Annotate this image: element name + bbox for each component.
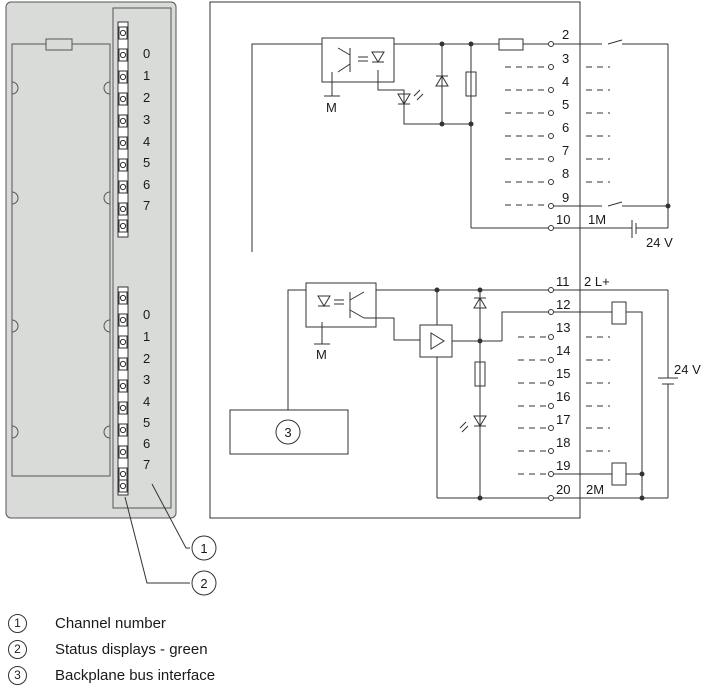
svg-text:16: 16	[556, 389, 570, 404]
output-amplifier	[419, 324, 453, 358]
legend-item: 3 Backplane bus interface	[0, 666, 400, 688]
svg-text:2: 2	[200, 576, 207, 591]
output-terminal-dashes	[518, 336, 610, 475]
input-terminal-numbers: 2 3 4 5 6 7 8 9 10	[556, 27, 570, 227]
channel-number: 3	[143, 112, 150, 127]
input-protection-diode	[435, 75, 449, 87]
svg-text:19: 19	[556, 458, 570, 473]
output-terminal-numbers: 11 12 13 14 15 16 17 18 19 20	[556, 274, 570, 497]
channel-number: 6	[143, 436, 150, 451]
channel-number: 4	[143, 394, 150, 409]
svg-text:15: 15	[556, 366, 570, 381]
svg-text:6: 6	[562, 120, 569, 135]
output-optocoupler	[305, 282, 377, 328]
input-shunt-resistor	[465, 71, 477, 97]
svg-text:9: 9	[562, 190, 569, 205]
label-1m: 1M	[588, 212, 606, 227]
svg-text:17: 17	[556, 412, 570, 427]
legend-number: 3	[8, 666, 27, 685]
channel-number: 5	[143, 415, 150, 430]
svg-text:11: 11	[556, 274, 570, 289]
channel-number: 1	[143, 68, 150, 83]
label-2lplus: 2 L+	[584, 274, 610, 289]
svg-text:14: 14	[556, 343, 570, 358]
output-load-12	[611, 301, 627, 325]
channel-number: 2	[143, 351, 150, 366]
svg-text:1: 1	[200, 541, 207, 556]
input-resistor	[498, 38, 524, 51]
supply-label-output: 24 V	[674, 362, 701, 377]
svg-text:4: 4	[562, 74, 569, 89]
channel-number: 4	[143, 134, 150, 149]
label-2m: 2M	[586, 482, 604, 497]
channel-number: 6	[143, 177, 150, 192]
callout-2: 2	[191, 570, 217, 596]
module-front-view: 0 1 2 3 4 5 6 7 0 1 2 3 4 5 6 7	[5, 1, 177, 519]
channel-number: 3	[143, 372, 150, 387]
channel-number: 7	[143, 198, 150, 213]
svg-text:5: 5	[562, 97, 569, 112]
legend-text: Status displays - green	[55, 641, 208, 658]
callout-leaders	[124, 483, 190, 584]
backplane-bus-interface	[229, 409, 349, 455]
input-terminal-points	[548, 41, 554, 231]
channel-number: 5	[143, 155, 150, 170]
status-led-strip-1	[117, 21, 129, 238]
supply-label-input: 24 V	[646, 235, 673, 250]
output-load-19	[611, 462, 627, 486]
input-status-led	[397, 89, 424, 105]
ground-label-output: M	[316, 347, 327, 362]
channel-number: 7	[143, 457, 150, 472]
output-terminal-points	[548, 287, 554, 501]
input-optocoupler	[321, 37, 395, 83]
svg-text:3: 3	[562, 51, 569, 66]
output-status-led	[459, 415, 487, 433]
svg-text:18: 18	[556, 435, 570, 450]
svg-text:12: 12	[556, 297, 570, 312]
input-terminal-dashes	[505, 66, 610, 206]
channel-number: 0	[143, 307, 150, 322]
fuse-symbol	[45, 38, 73, 51]
output-resistor	[474, 361, 486, 387]
svg-text:8: 8	[562, 166, 569, 181]
svg-text:10: 10	[556, 212, 570, 227]
legend-number: 1	[8, 614, 27, 633]
ground-label-input: M	[326, 100, 337, 115]
channel-number: 1	[143, 329, 150, 344]
legend-text: Backplane bus interface	[55, 667, 216, 684]
svg-text:7: 7	[562, 143, 569, 158]
legend-item: 1 Channel number	[0, 614, 400, 636]
bus-interface-callout: 3	[284, 425, 291, 440]
svg-text:13: 13	[556, 320, 570, 335]
wiring-diagram: 0 1 2 3 4 5 6 7 0 1 2 3 4 5 6 7 1 2	[5, 1, 701, 596]
svg-text:2: 2	[562, 27, 569, 42]
status-led-strip-2	[117, 286, 129, 496]
callout-1: 1	[191, 535, 217, 561]
svg-text:20: 20	[556, 482, 570, 497]
legend-item: 2 Status displays - green	[0, 640, 400, 662]
legend-number: 2	[8, 640, 27, 659]
legend-text: Channel number	[55, 615, 166, 632]
channel-number: 2	[143, 90, 150, 105]
circuit-schematic	[209, 1, 678, 519]
channel-number: 0	[143, 46, 150, 61]
output-protection-diode	[473, 297, 487, 309]
